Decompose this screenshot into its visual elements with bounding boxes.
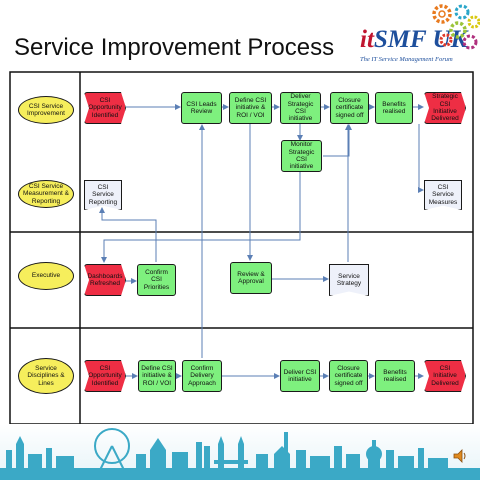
node-csi-leads-review[interactable]: CSI Leads Review: [181, 92, 222, 124]
node-csi-initiative-delivered[interactable]: CSI Initiative Delivered: [424, 360, 466, 392]
logo-it: it: [360, 26, 374, 53]
node-csi-opportunity-identified[interactable]: CSI Opportunity Identified: [84, 92, 126, 124]
gears-icon: [432, 4, 480, 50]
lane-label-csi-measurement-reporting: CSI Service Measurement & Reporting: [18, 180, 74, 208]
lane-label-csi-service-improvement: CSI Service Improvement: [18, 96, 74, 124]
node-dashboards-refreshed[interactable]: Dashboards Refreshed: [84, 264, 126, 296]
node-service-strategy[interactable]: Service Strategy: [329, 264, 369, 296]
node-csi-opportunity-identified-2[interactable]: CSI Opportunity Identified: [84, 360, 126, 392]
node-define-csi-initiative[interactable]: Define CSI initiative & ROI / VOI: [229, 92, 272, 124]
node-confirm-delivery-approach[interactable]: Confirm Delivery Approach: [182, 360, 222, 392]
node-confirm-csi-priorities[interactable]: Confirm CSI Priorities: [137, 264, 176, 296]
node-deliver-csi-initiative[interactable]: Deliver CSI initiative: [280, 360, 320, 392]
node-benefits-realised-2[interactable]: Benefits realised: [375, 360, 415, 392]
node-monitor-strategic-csi[interactable]: Monitor Strategic CSI initiative: [281, 140, 322, 172]
node-csi-service-reporting[interactable]: CSI Service Reporting: [84, 180, 122, 210]
node-review-approval[interactable]: Review & Approval: [230, 262, 272, 294]
speaker-icon[interactable]: [452, 448, 468, 464]
london-skyline: [0, 424, 480, 480]
logo-tagline: The IT Service Management Forum: [360, 56, 453, 63]
node-csi-service-measures[interactable]: CSI Service Measures: [424, 180, 462, 210]
node-closure-certificate-2[interactable]: Closure certificate signed off: [329, 360, 368, 392]
node-deliver-strategic-csi[interactable]: Deliver Strategic CSI initiative: [280, 92, 321, 124]
page-title: Service Improvement Process: [14, 34, 335, 61]
node-closure-certificate[interactable]: Closure certificate signed off: [330, 92, 369, 124]
lane-label-executive: Executive: [18, 262, 74, 290]
connectors: [99, 104, 424, 379]
lane-label-service-disciplines: Service Disciplines & Lines: [18, 358, 74, 394]
node-benefits-realised[interactable]: Benefits realised: [375, 92, 413, 124]
node-define-csi-initiative-2[interactable]: Define CSI initiative & ROI / VOI: [138, 360, 176, 392]
node-strategic-csi-delivered[interactable]: Strategic CSI Initiative Delivered: [424, 92, 466, 124]
